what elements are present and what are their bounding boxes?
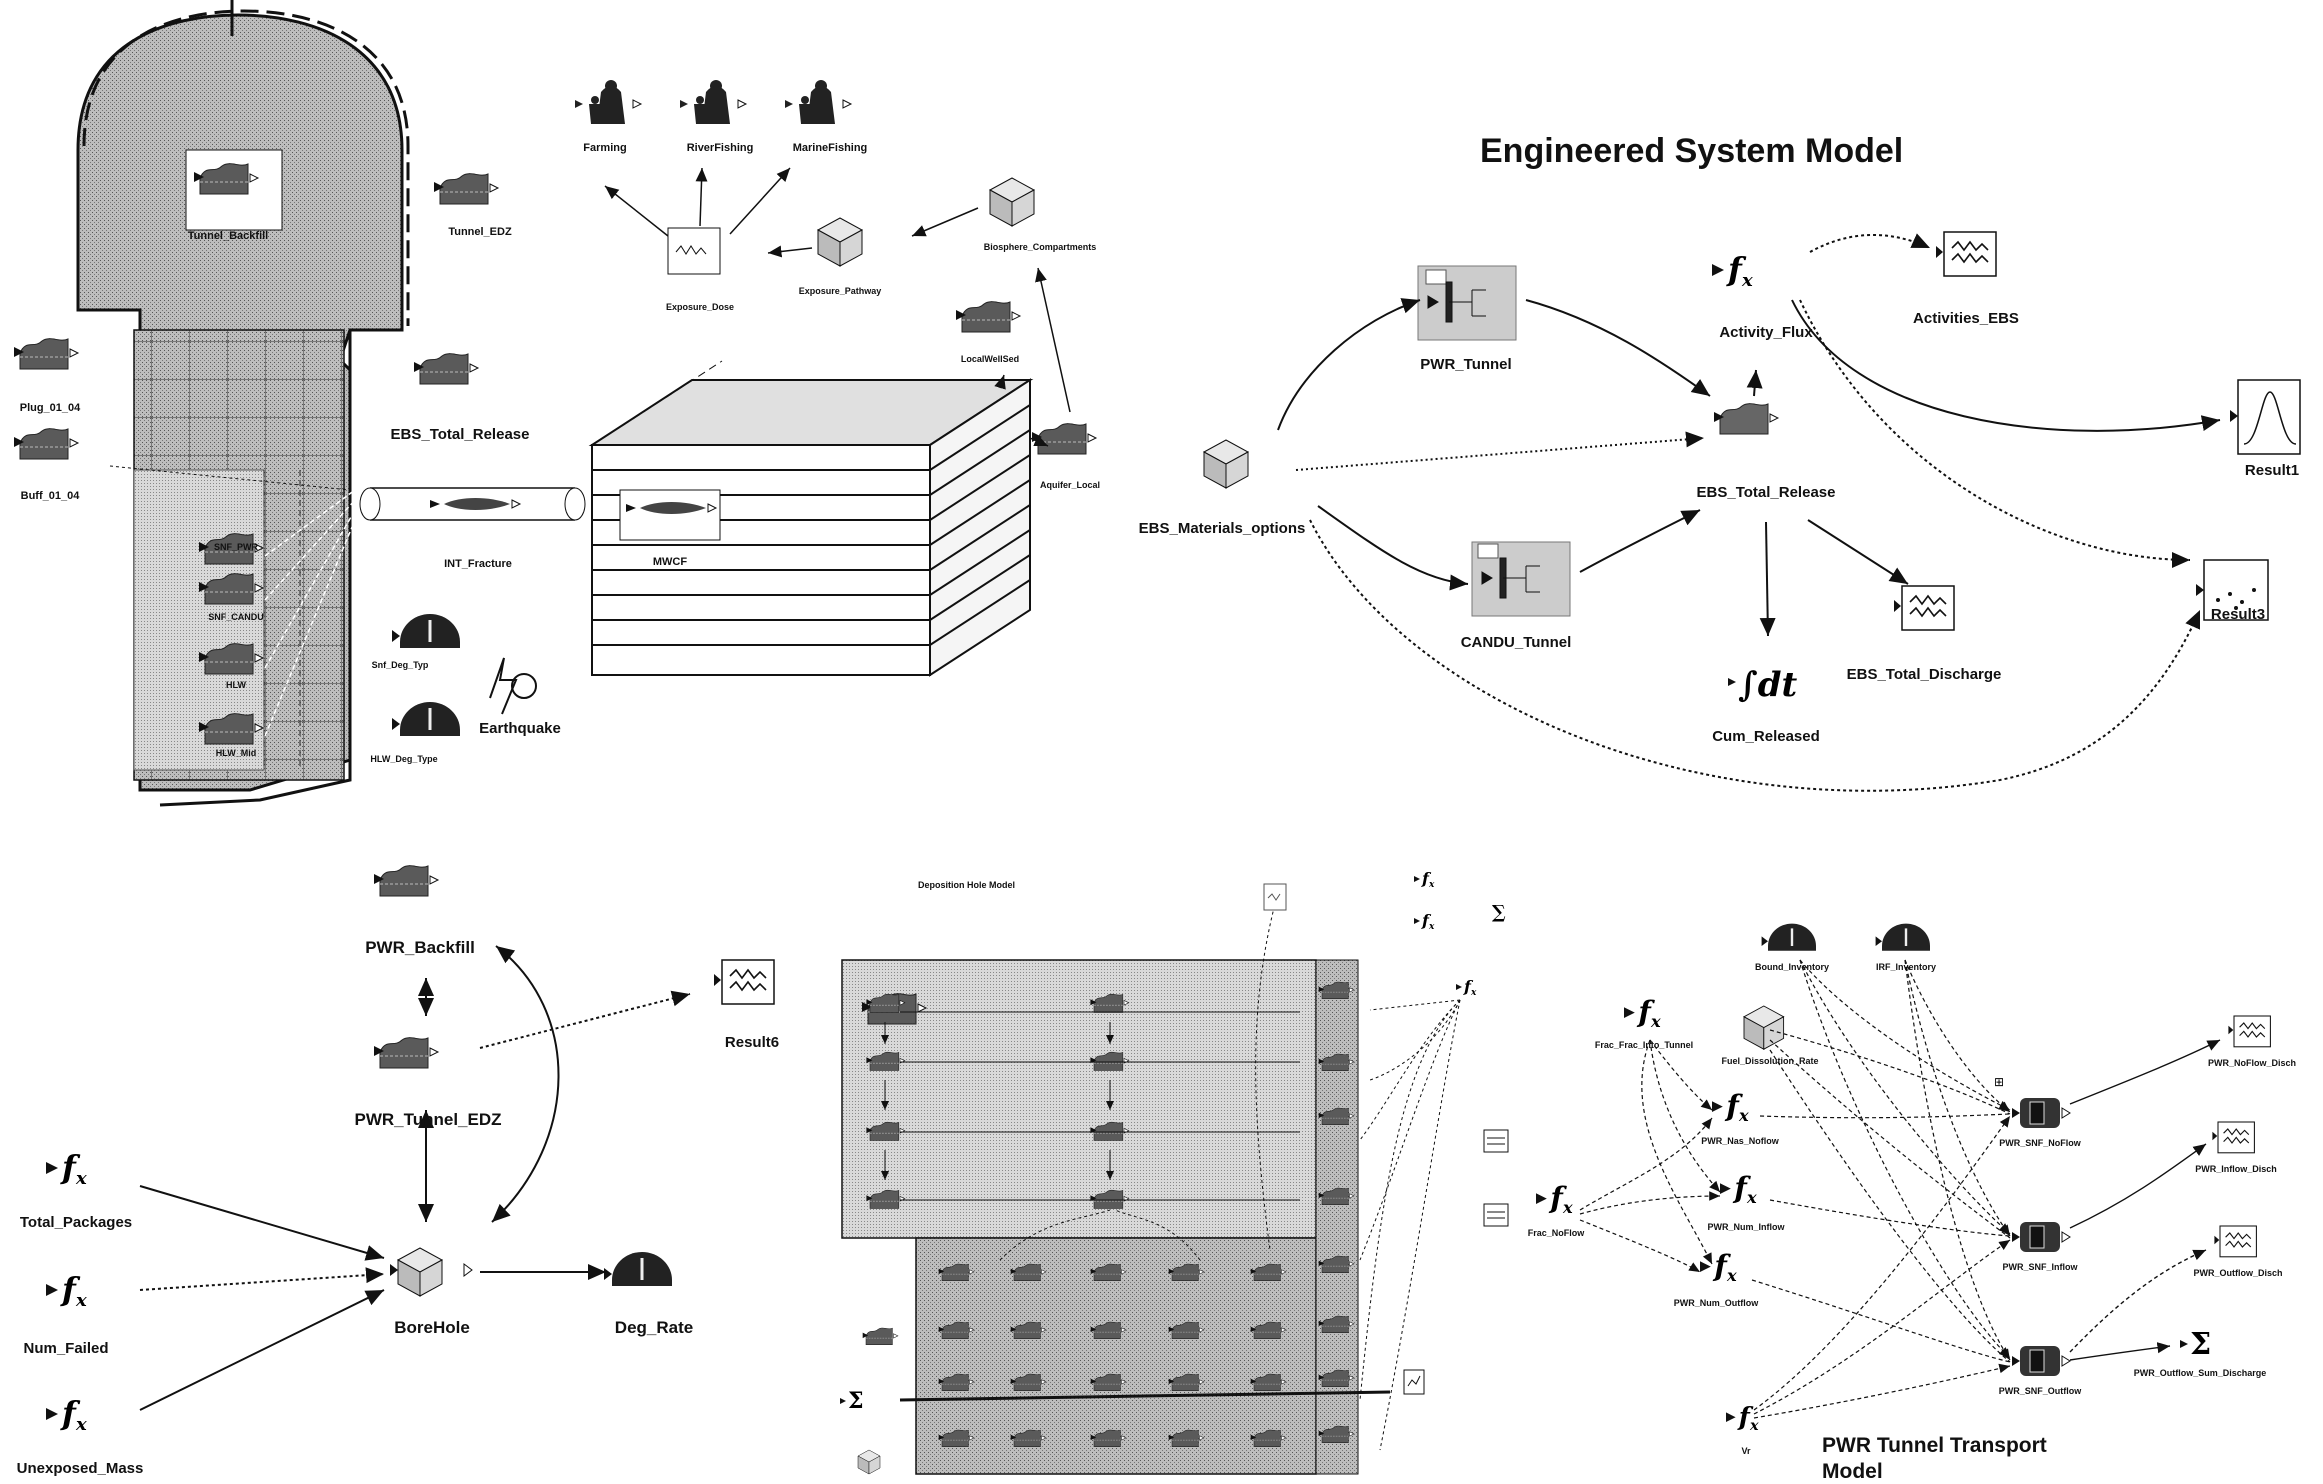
svg-text:Σ: Σ <box>848 1388 864 1414</box>
ebs-total-release-label: EBS_Total_Release <box>1697 484 1836 501</box>
pwr-tunnel-transport-title-2: Model <box>1822 1460 1883 1484</box>
svg-text:⊞: ⊞ <box>1994 1075 2004 1089</box>
pkg3-label: HLW <box>226 680 246 690</box>
pwr-backfill-label: PWR_Backfill <box>365 938 475 958</box>
bound-inventory-label: Bound_Inventory <box>1755 962 1829 972</box>
pkg4-label: HLW_Mid <box>216 748 257 758</box>
ebs-total-discharge-label: EBS_Total_Discharge <box>1847 666 2002 683</box>
repository-section <box>14 0 1096 805</box>
irf-inventory-label: IRF_Inventory <box>1876 962 1936 972</box>
repo-ebs-total-release-label: EBS_Total_Release <box>391 426 530 443</box>
int-fracture-label: INT_Fracture <box>444 558 512 570</box>
farming-label: Farming <box>583 142 626 154</box>
svg-text:Σ: Σ <box>2190 1327 2211 1362</box>
pwr-inflow-disch-label: PWR_Inflow_Disch <box>2195 1164 2277 1174</box>
localwell-label: LocalWellSed <box>961 354 1019 364</box>
pwr-noflow-disch-label: PWR_NoFlow_Disch <box>2208 1058 2296 1068</box>
aquifer-label: Aquifer_Local <box>1040 480 1100 490</box>
tunnel-backfill-label: Tunnel_Backfill <box>188 230 268 242</box>
result3-label: Result3 <box>2211 606 2265 623</box>
result1-label: Result1 <box>2245 462 2299 479</box>
pwr-tunnel-label: PWR_Tunnel <box>1420 356 1511 373</box>
activity-flux-label: Activity_Flux <box>1719 324 1812 341</box>
exposure-pathway-label: Exposure_Pathway <box>799 286 882 296</box>
buff-label: Buff_01_04 <box>21 490 80 502</box>
fuel-dissolution-label: Fuel_Dissolution_Rate <box>1721 1056 1818 1066</box>
vr-label: Vr <box>1741 1446 1750 1456</box>
tunnel-edz-label: Tunnel_EDZ <box>448 226 511 238</box>
plug-label: Plug_01_04 <box>20 402 81 414</box>
pwr-snf-inflow-label: PWR_SNF_Inflow <box>2002 1262 2077 1272</box>
pwr-nas-noflow-label: PWR_Nas_Noflow <box>1701 1136 1779 1146</box>
snf-deg-type-label: Snf_Deg_Typ <box>372 660 429 670</box>
mwcf-block <box>592 361 1030 675</box>
mwcf-label: MWCF <box>653 556 687 568</box>
pwr-snf-outflow-label: PWR_SNF_Outflow <box>1999 1386 2082 1396</box>
biosphere-label: Biosphere_Compartments <box>984 242 1097 252</box>
earthquake-label: Earthquake <box>479 720 561 737</box>
pkg1-label: SNF_PWR <box>214 542 258 552</box>
marinefishing-label: MarineFishing <box>793 142 868 154</box>
unexposed-mass-label: Unexposed_Mass <box>17 1460 144 1477</box>
pwr-outflow-sum-label: PWR_Outflow_Sum_Discharge <box>2134 1368 2267 1378</box>
pwr-outflow-disch-label: PWR_Outflow_Disch <box>2193 1268 2282 1278</box>
pwr-num-outflow-label: PWR_Num_Outflow <box>1674 1298 1759 1308</box>
total-packages-label: Total_Packages <box>20 1214 132 1231</box>
frac-into-tunnel-label: Frac_Frac_Into_Tunnel <box>1595 1040 1693 1050</box>
num-failed-label: Num_Failed <box>23 1340 108 1357</box>
ebs-model-section: ∫dt <box>1204 232 2300 791</box>
exposure-dose-label: Exposure_Dose <box>666 302 734 312</box>
deg-rate-label: Deg_Rate <box>615 1318 693 1338</box>
pwr-transport-section: Σ <box>1536 924 2270 1434</box>
frac-noflow-label: Frac_NoFlow <box>1528 1228 1585 1238</box>
deposition-hole-model-title: Deposition Hole Model <box>918 880 1015 890</box>
riverfishing-label: RiverFishing <box>687 142 754 154</box>
hlw-deg-type-label: HLW_Deg_Type <box>370 754 437 764</box>
borehole-label: BoreHole <box>394 1318 470 1338</box>
result6-label: Result6 <box>725 1034 779 1051</box>
pkg2-label: SNF_CANDU <box>208 612 264 622</box>
pwr-snf-noflow-label: PWR_SNF_NoFlow <box>1999 1138 2081 1148</box>
activities-ebs-label: Activities_EBS <box>1913 310 2019 327</box>
ebs-materials-label: EBS_Materials_options <box>1139 520 1306 537</box>
engineered-system-model-title: Engineered System Model <box>1480 132 1903 171</box>
cum-released-label: Cum_Released <box>1712 728 1820 745</box>
candu-tunnel-label: CANDU_Tunnel <box>1461 634 1572 651</box>
deposition-section: Σ ∑ <box>840 869 1508 1474</box>
pwr-tunnel-edz-label: PWR_Tunnel_EDZ <box>354 1110 501 1130</box>
pwr-num-inflow-label: PWR_Num_Inflow <box>1707 1222 1784 1232</box>
svg-text:∫dt: ∫dt <box>1738 665 1797 705</box>
pwr-tunnel-transport-title: PWR Tunnel Transport <box>1822 1434 2047 1458</box>
svg-text:∑: ∑ <box>1492 902 1506 923</box>
